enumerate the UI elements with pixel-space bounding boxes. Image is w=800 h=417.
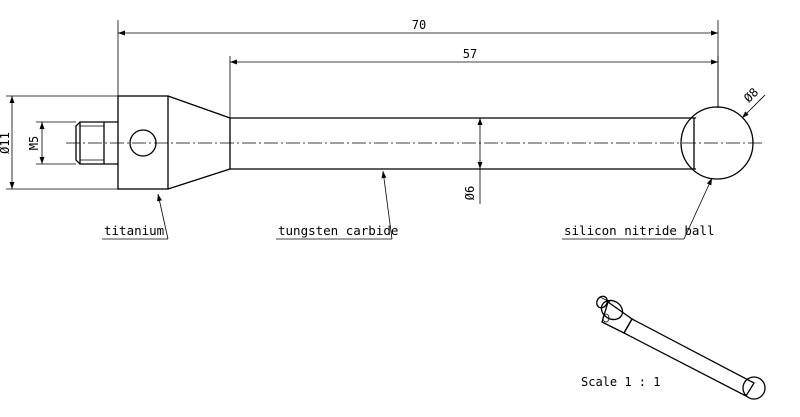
dim-body-diameter: Ø11 <box>0 95 118 190</box>
stylus-part <box>66 95 765 190</box>
dim-thread: M5 <box>27 121 76 165</box>
callout-tungsten-carbide: tungsten carbide <box>276 170 398 240</box>
carbide-shaft <box>230 117 696 170</box>
dim-d11-text: Ø11 <box>0 132 12 154</box>
dim-m5-text: M5 <box>27 136 41 150</box>
taper <box>167 95 231 190</box>
callout-tungsten-text: tungsten carbide <box>278 223 398 238</box>
dim-70-text: 70 <box>412 18 426 32</box>
dim-overall-length: 70 <box>117 18 719 108</box>
callout-silicon-nitride: silicon nitride ball <box>562 177 715 240</box>
callout-titanium-text: titanium <box>104 223 164 238</box>
dim-ball-diameter: Ø8 <box>741 85 766 119</box>
scale-label: Scale 1 : 1 <box>581 375 660 389</box>
titanium-body <box>117 95 169 190</box>
dim-d6-text: Ø6 <box>463 186 477 200</box>
callout-silicon-text: silicon nitride ball <box>564 223 715 238</box>
dim-57-text: 57 <box>463 47 477 61</box>
dim-shaft-diameter: Ø6 <box>463 118 483 204</box>
isometric-view <box>596 295 766 400</box>
dim-shaft-length: 57 <box>229 47 719 118</box>
callout-titanium: titanium <box>102 193 169 240</box>
